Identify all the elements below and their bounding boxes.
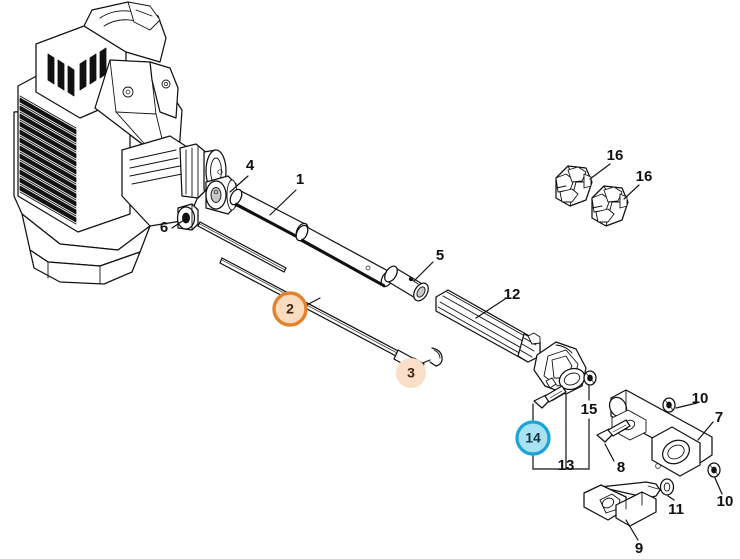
part-7-handle-clamp-body	[608, 389, 713, 477]
part-6-collar-bushing	[176, 203, 199, 231]
label-11: 11	[668, 501, 684, 518]
label-9: 9	[635, 540, 643, 557]
label-10-upper: 10	[692, 390, 709, 407]
label-13: 13	[558, 457, 575, 474]
part-13-handle-bracket	[533, 341, 587, 395]
part-10-nut-upper	[662, 397, 676, 413]
part-11-washer	[659, 478, 675, 496]
part-9-wing-knob	[583, 481, 661, 527]
callout-circle-14	[515, 420, 551, 456]
label-14: 14	[525, 430, 541, 446]
part-8-hex-screw	[596, 419, 631, 443]
part-16-cable-clip-b	[591, 185, 629, 227]
label-6: 6	[160, 219, 168, 236]
callout-circle-2	[272, 291, 308, 327]
label-16-b: 16	[636, 168, 653, 185]
part-1-drive-tube-segment-2	[295, 224, 394, 288]
callout-circle-3	[396, 358, 426, 388]
label-10-lower: 10	[717, 493, 734, 510]
part-16-cable-clip-a	[555, 165, 593, 207]
label-15: 15	[581, 401, 598, 418]
label-7: 7	[715, 409, 723, 426]
label-12: 12	[504, 286, 521, 303]
part-15-nut	[583, 370, 597, 386]
part-14-clamp-screw	[533, 385, 567, 409]
part-3-shaft-end-clip	[429, 347, 443, 367]
leader-lines	[171, 163, 723, 541]
part-5-coupling-sleeve	[384, 265, 429, 302]
part-4-bushing	[205, 175, 238, 215]
label-1: 1	[296, 171, 304, 188]
engine-powerhead	[13, 1, 227, 285]
label-3: 3	[407, 365, 415, 381]
cooling-fins	[19, 95, 77, 225]
part-12-ribbed-grip-sleeve	[435, 289, 541, 363]
label-16-a: 16	[607, 147, 624, 164]
gearbox-ribs	[129, 149, 183, 185]
part-10-nut-lower	[707, 462, 721, 478]
shroud-vent-slots	[47, 47, 107, 97]
label-8: 8	[617, 459, 625, 476]
label-4: 4	[246, 157, 255, 174]
label-2: 2	[286, 301, 294, 317]
label-5: 5	[436, 247, 444, 264]
